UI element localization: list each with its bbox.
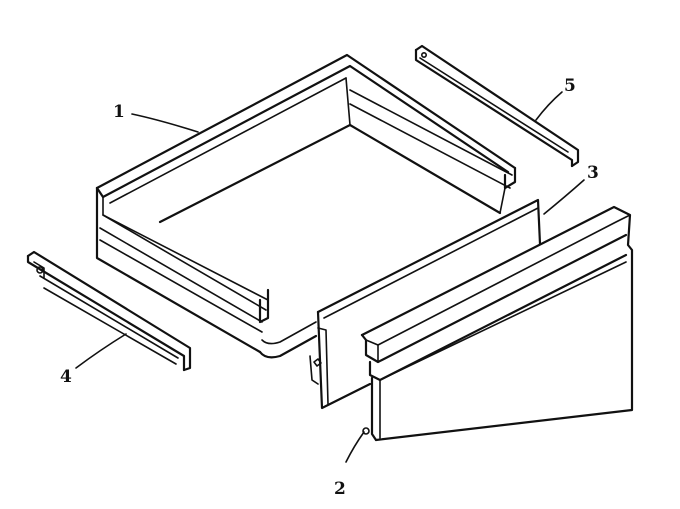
callout-3: 3 (587, 163, 599, 183)
leader-line-1 (131, 113, 199, 133)
callout-4: 4 (60, 367, 72, 387)
drawer-tub-part-1 (95, 53, 517, 359)
leader-line-2 (345, 431, 365, 463)
leader-line-4 (75, 333, 127, 369)
slide-rail-part-4 (26, 250, 192, 372)
callout-1: 1 (113, 102, 125, 122)
drawer-front-part-2 (360, 205, 634, 442)
callout-2: 2 (334, 479, 346, 499)
callout-5: 5 (564, 76, 576, 96)
inner-front-panel-part-3 (309, 198, 542, 410)
leader-line-3 (543, 179, 585, 215)
slide-rail-part-5 (414, 44, 580, 168)
leader-line-5 (535, 91, 563, 121)
leader-lines (75, 91, 585, 463)
